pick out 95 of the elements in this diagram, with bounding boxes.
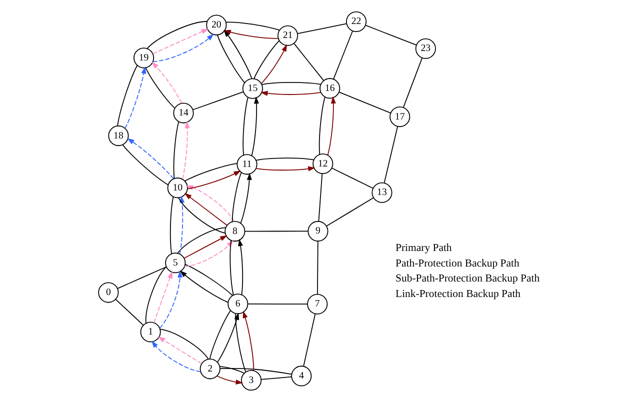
connector xyxy=(177,227,226,254)
connector xyxy=(220,368,292,375)
connector xyxy=(326,197,374,226)
connector xyxy=(317,240,318,294)
node-circle: 13 xyxy=(372,182,392,203)
connector xyxy=(403,58,423,108)
arrow xyxy=(217,312,240,363)
arrow xyxy=(152,28,209,54)
connector xyxy=(235,313,246,372)
node-circle: 5 xyxy=(165,252,186,274)
connector xyxy=(244,230,309,232)
arrow xyxy=(261,44,288,84)
connector xyxy=(294,42,324,81)
node-circle: 19 xyxy=(134,48,154,68)
legend-label: Sub-Path-Protection Backup Path xyxy=(396,272,540,285)
connector xyxy=(173,121,180,179)
arrow xyxy=(238,238,244,295)
arrow xyxy=(152,34,214,62)
arrow xyxy=(240,172,252,224)
legend-label: Link-Protection Backup Path xyxy=(396,288,521,300)
connector xyxy=(242,96,248,156)
connector xyxy=(146,20,208,50)
arrow xyxy=(327,96,336,156)
arrow xyxy=(216,376,243,384)
legend-label: Primary Path xyxy=(396,242,452,254)
connector xyxy=(184,264,233,296)
connector xyxy=(256,158,314,161)
legend-label: Path-Protection Backup Path xyxy=(396,257,520,270)
arrow xyxy=(158,336,202,364)
connector xyxy=(216,34,246,84)
node-circle: 6 xyxy=(228,294,248,314)
connector xyxy=(226,22,280,31)
connector xyxy=(260,376,292,380)
node-circle: 9 xyxy=(308,220,328,242)
arrow xyxy=(251,96,259,156)
connector xyxy=(303,313,316,367)
node-circle: 4 xyxy=(291,366,312,386)
node-circle: 7 xyxy=(307,294,328,314)
node-circle: 23 xyxy=(415,38,436,59)
connector xyxy=(170,196,174,254)
connector xyxy=(232,172,242,222)
connector xyxy=(230,240,234,296)
node-circle: 15 xyxy=(242,78,263,99)
arrow xyxy=(180,270,228,303)
connector xyxy=(145,67,175,108)
arrow xyxy=(152,62,182,104)
connector xyxy=(318,173,323,222)
connector xyxy=(338,92,391,114)
node-circle: 8 xyxy=(224,221,246,242)
arrow xyxy=(182,121,190,180)
node-circle: 2 xyxy=(200,358,220,380)
node-circle: 14 xyxy=(173,102,194,124)
arrow xyxy=(260,90,322,96)
node-circle: 16 xyxy=(320,78,340,99)
node-circle: 21 xyxy=(278,25,298,46)
connector xyxy=(160,328,209,360)
arrow xyxy=(184,193,228,226)
arrow xyxy=(153,271,172,324)
arrow xyxy=(127,138,174,180)
connector xyxy=(178,197,226,234)
connector xyxy=(333,30,354,80)
connector xyxy=(115,298,144,326)
arrow xyxy=(242,310,254,371)
connector xyxy=(145,266,166,324)
connector xyxy=(331,168,374,189)
node-circle: 3 xyxy=(240,370,262,391)
node-circle: 12 xyxy=(312,153,334,174)
arrow xyxy=(151,340,201,372)
connector xyxy=(117,266,167,289)
connector xyxy=(219,366,245,374)
node-circle: 17 xyxy=(390,106,410,128)
connector xyxy=(192,92,244,110)
node-circle: 1 xyxy=(140,322,161,342)
node-circle: 10 xyxy=(167,178,188,198)
arrow xyxy=(184,235,228,259)
arrow xyxy=(159,270,183,329)
connector xyxy=(261,82,322,85)
connector xyxy=(297,23,347,34)
arrow xyxy=(256,166,316,172)
node-circle: 22 xyxy=(346,11,367,32)
node-circle: 0 xyxy=(98,282,119,303)
connector xyxy=(117,64,138,126)
node-circle: 11 xyxy=(236,154,258,175)
arrow xyxy=(179,196,185,254)
arrow xyxy=(124,66,146,129)
node-circle: 20 xyxy=(206,14,227,36)
connector xyxy=(122,144,169,186)
connector xyxy=(184,162,238,182)
connector xyxy=(209,310,231,360)
node-circle: 18 xyxy=(108,126,129,146)
connector xyxy=(384,126,398,184)
connector xyxy=(254,40,280,79)
connector xyxy=(365,24,417,46)
connector xyxy=(318,96,326,155)
connector xyxy=(248,303,308,305)
